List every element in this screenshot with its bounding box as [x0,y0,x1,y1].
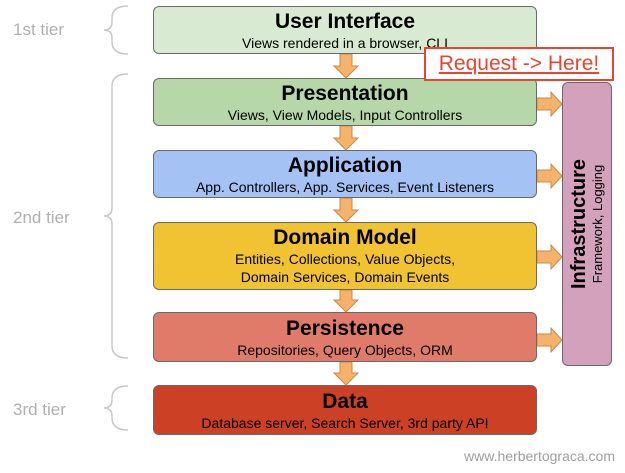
brace-2nd-tier [103,73,129,359]
layer-user-interface: User Interface Views rendered in a brows… [153,6,537,54]
infrastructure-subtitle: Framework, Logging [590,164,605,284]
layer-presentation: Presentation Views, View Models, Input C… [153,78,537,126]
layer-domain-model: Domain Model Entities, Collections, Valu… [153,222,537,290]
layer-data: Data Database server, Search Server, 3rd… [153,385,537,435]
down-arrow-ui-presentation [332,53,360,79]
infrastructure-title: Infrastructure [568,158,590,290]
brace-1st-tier [103,5,129,55]
infrastructure-box: Infrastructure Framework, Logging [562,82,612,366]
layer-description: Repositories, Query Objects, ORM [237,342,453,358]
layer-application: Application App. Controllers, App. Servi… [153,150,537,198]
layer-title: User Interface [274,10,416,33]
tier-label-3rd: 3rd tier [13,400,66,419]
layer-description: Database server, Search Server, 3rd part… [201,415,489,431]
layer-description: Views rendered in a browser, CLI [242,35,448,51]
down-arrow-application-domain [332,197,360,223]
right-arrow-domain [536,243,563,271]
layer-title: Application [287,154,403,177]
brace-3rd-tier [103,385,129,431]
right-arrow-application [536,162,563,190]
layer-persistence: Persistence Repositories, Query Objects,… [153,312,537,362]
layer-description-line-1: Entities, Collections, Value Objects, [235,251,455,267]
footer-website: www.herbertograca.com [464,448,615,464]
layer-title: Persistence [286,317,404,340]
request-callout: Request -> Here! [424,47,614,81]
layer-description-line-2: Domain Services, Domain Events [240,269,450,285]
layer-title: Data [322,390,368,413]
right-arrow-presentation [536,90,563,118]
tier-label-1st: 1st tier [13,20,65,39]
layer-title: Presentation [281,82,409,105]
tier-label-2nd: 2nd tier [13,208,70,227]
right-arrow-persistence [536,326,563,354]
layer-description: App. Controllers, App. Services, Event L… [195,179,495,195]
layer-description: Views, View Models, Input Controllers [227,107,463,123]
layer-title: Domain Model [273,226,417,249]
down-arrow-domain-persistence [332,289,360,313]
down-arrow-persistence-data [332,361,360,386]
down-arrow-presentation-application [332,125,360,151]
